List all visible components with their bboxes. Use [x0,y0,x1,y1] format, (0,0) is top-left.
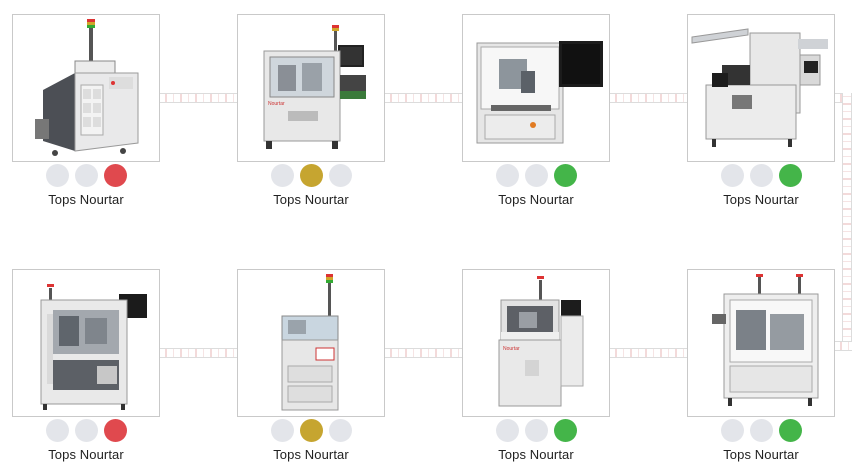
status-light-red [103,419,127,442]
cabinet-machine-icon [281,274,339,411]
coating-machine-icon: Nourtar [498,276,584,407]
status-light-off [45,419,69,442]
machine-image[interactable]: Nourtar [237,14,385,162]
machine-name: Tops Nourtar [723,192,799,207]
loader-machine-icon [35,19,139,156]
conveyor-segment [842,93,852,351]
status-lights [687,164,835,187]
machine-image[interactable] [687,269,835,417]
machine-image[interactable] [12,14,160,162]
dispenser-machine-icon: Nourtar [263,25,366,149]
machine-image[interactable] [462,14,610,162]
machine-name: Tops Nourtar [723,447,799,462]
status-light-off [270,419,294,442]
machine-station[interactable]: Tops Nourtar [237,269,385,462]
status-light-green [553,419,577,442]
status-light-yellow [299,419,323,442]
conveyor-segment [159,348,237,358]
machine-station[interactable]: Tops Nourtar [462,14,610,207]
machine-station[interactable]: Tops Nourtar [687,14,835,207]
machine-image[interactable] [237,269,385,417]
machine-name: Tops Nourtar [48,447,124,462]
conveyor-segment [609,93,687,103]
status-light-off [720,164,744,187]
status-light-yellow [299,164,323,187]
status-light-off [495,419,519,442]
machine-station[interactable]: Nourtar Tops Nourtar [237,14,385,207]
status-lights [12,164,160,187]
svg-text:Nourtar: Nourtar [268,101,285,107]
status-light-red [103,164,127,187]
svg-text:Nourtar: Nourtar [503,346,520,352]
status-light-green [778,419,802,442]
machine-station[interactable]: Tops Nourtar [12,14,160,207]
status-light-green [778,164,802,187]
machine-station[interactable]: Tops Nourtar [687,269,835,462]
machine-name: Tops Nourtar [48,192,124,207]
machine-name: Tops Nourtar [498,447,574,462]
status-light-off [45,164,69,187]
machine-station[interactable]: Tops Nourtar [12,269,160,462]
status-light-off [74,419,98,442]
status-light-off [270,164,294,187]
status-lights [12,419,160,442]
conveyor-segment [834,341,852,351]
status-light-off [524,419,548,442]
status-light-green [553,164,577,187]
machine-image[interactable] [687,14,835,162]
status-light-off [74,164,98,187]
machine-image[interactable]: Nourtar [462,269,610,417]
status-light-off [524,164,548,187]
machine-station[interactable]: Nourtar Tops Nourtar [462,269,610,462]
status-lights [462,164,610,187]
status-light-off [749,164,773,187]
status-lights [687,419,835,442]
screwing-machine-icon [40,284,147,410]
machine-image[interactable] [12,269,160,417]
testing-machine-icon [712,274,819,406]
status-light-off [720,419,744,442]
conveyor-segment [609,348,687,358]
machine-name: Tops Nourtar [498,192,574,207]
status-lights [237,419,385,442]
status-light-off [328,164,352,187]
status-lights [462,419,610,442]
status-light-off [495,164,519,187]
status-lights [237,164,385,187]
machine-name: Tops Nourtar [273,447,349,462]
machine-name: Tops Nourtar [273,192,349,207]
conveyor-segment [384,93,462,103]
status-light-off [328,419,352,442]
conveyor-segment [159,93,237,103]
assembly-machine-icon [691,28,828,147]
conveyor-segment [384,348,462,358]
inspection-machine-icon [476,41,603,144]
status-light-off [749,419,773,442]
